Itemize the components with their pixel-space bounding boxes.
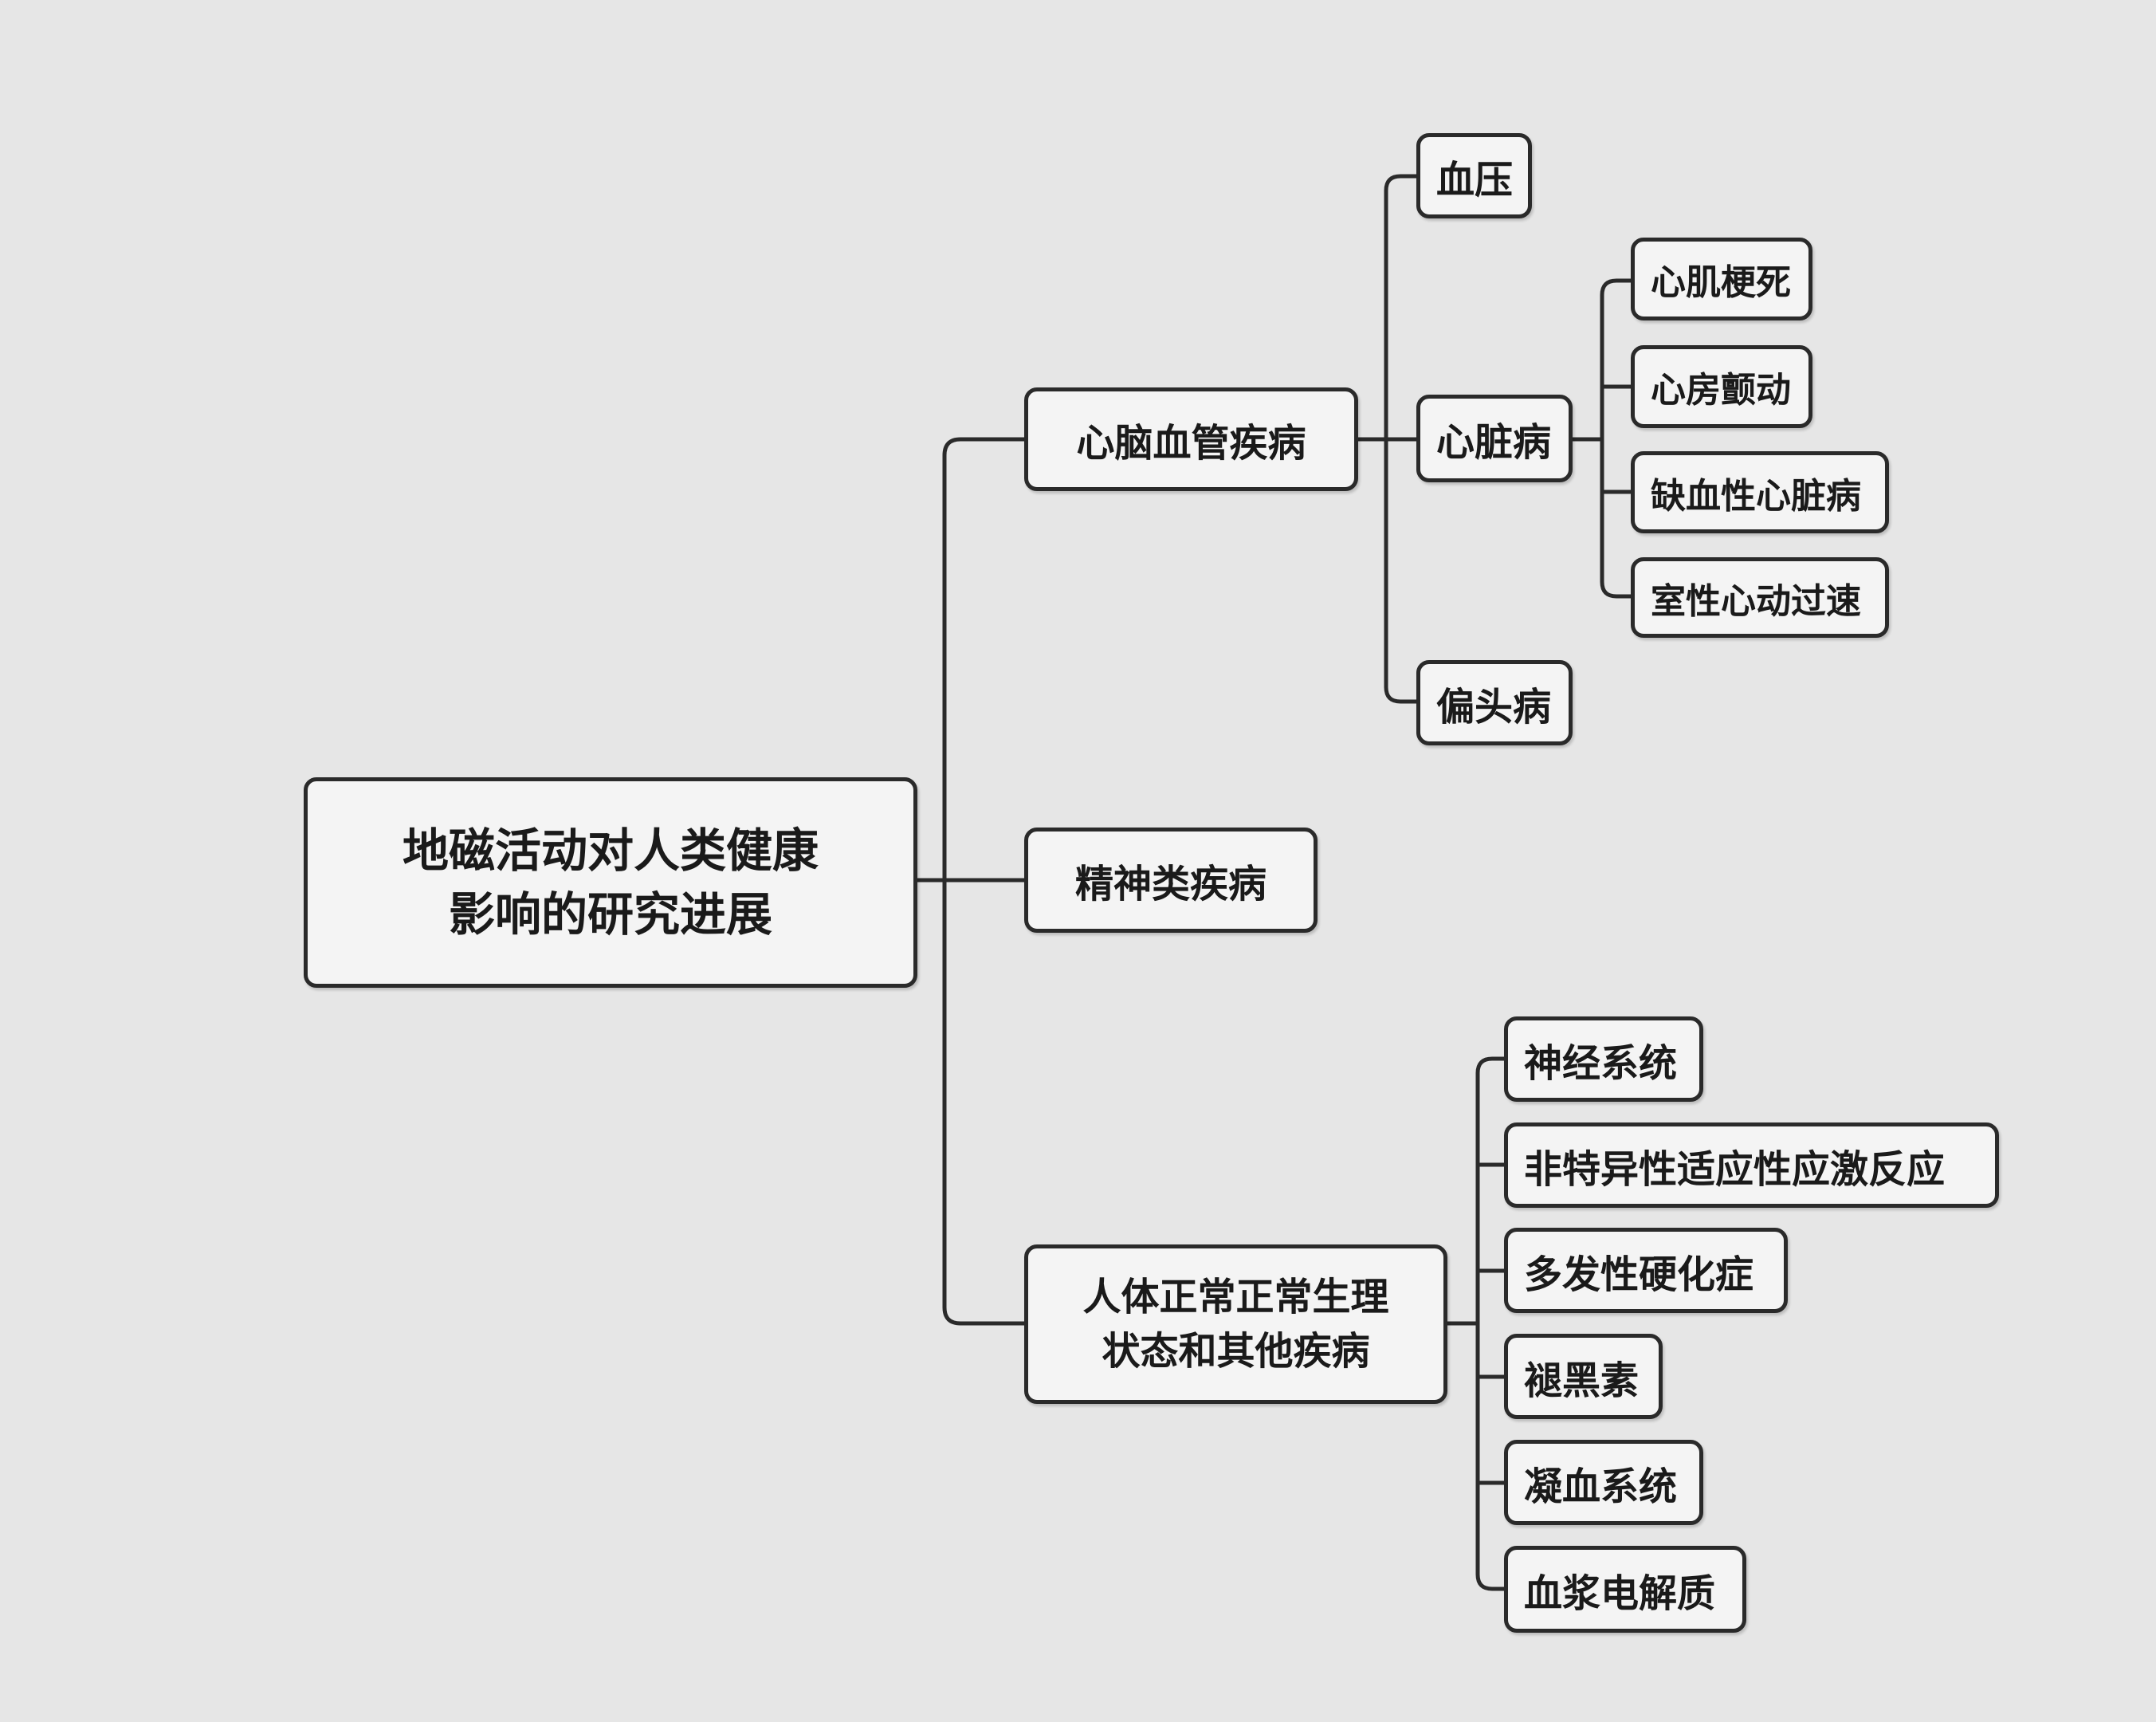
node-label: 缺血性心脏病 bbox=[1651, 475, 1861, 517]
node-label: 凝血系统 bbox=[1524, 1464, 1678, 1509]
node-label: 精神类疾病 bbox=[1074, 862, 1267, 906]
node-label: 心房颤动 bbox=[1651, 370, 1791, 411]
node-coagulation-system[interactable]: 凝血系统 bbox=[1504, 1440, 1703, 1525]
node-mental[interactable]: 精神类疾病 bbox=[1024, 828, 1318, 933]
node-plasma-electrolytes[interactable]: 血浆电解质 bbox=[1504, 1546, 1746, 1633]
node-label: 非特异性适应性应激反应 bbox=[1524, 1146, 1946, 1192]
node-label: 神经系统 bbox=[1524, 1040, 1678, 1086]
node-label: 多发性硬化症 bbox=[1524, 1252, 1754, 1297]
node-atrial-fibrillation[interactable]: 心房颤动 bbox=[1631, 345, 1812, 428]
root-node[interactable]: 地磁活动对人类健康 影响的研究进展 bbox=[304, 777, 917, 988]
node-label-line1: 人体正常正常生理 bbox=[1082, 1275, 1389, 1319]
node-physiology[interactable]: 人体正常正常生理 状态和其他疾病 bbox=[1024, 1244, 1447, 1404]
node-label: 心肌梗死 bbox=[1651, 262, 1791, 303]
node-label: 血浆电解质 bbox=[1524, 1571, 1716, 1616]
node-label: 褪黑素 bbox=[1524, 1358, 1640, 1403]
root-title-line2: 影响的研究进展 bbox=[448, 887, 772, 942]
node-label: 偏头病 bbox=[1436, 684, 1552, 729]
node-label-line2: 状态和其他疾病 bbox=[1102, 1329, 1370, 1374]
node-multiple-sclerosis[interactable]: 多发性硬化症 bbox=[1504, 1228, 1788, 1313]
node-label: 心脏病 bbox=[1436, 420, 1552, 465]
node-nervous-system[interactable]: 神经系统 bbox=[1504, 1016, 1703, 1102]
node-label: 血压 bbox=[1436, 157, 1514, 202]
node-label: 室性心动过速 bbox=[1651, 580, 1861, 622]
node-heart-disease[interactable]: 心脏病 bbox=[1416, 395, 1573, 482]
node-ventricular-tachycardia[interactable]: 室性心动过速 bbox=[1631, 557, 1889, 638]
node-ischemic-heart-disease[interactable]: 缺血性心脏病 bbox=[1631, 451, 1889, 533]
node-blood-pressure[interactable]: 血压 bbox=[1416, 133, 1532, 218]
node-melatonin[interactable]: 褪黑素 bbox=[1504, 1334, 1663, 1419]
node-cardio[interactable]: 心脑血管疾病 bbox=[1024, 387, 1358, 491]
node-label: 心脑血管疾病 bbox=[1076, 421, 1306, 466]
node-migraine[interactable]: 偏头病 bbox=[1416, 660, 1573, 745]
node-myocardial-infarction[interactable]: 心肌梗死 bbox=[1631, 238, 1812, 320]
root-title-line1: 地磁活动对人类健康 bbox=[402, 824, 819, 878]
node-stress-response[interactable]: 非特异性适应性应激反应 bbox=[1504, 1122, 1999, 1208]
